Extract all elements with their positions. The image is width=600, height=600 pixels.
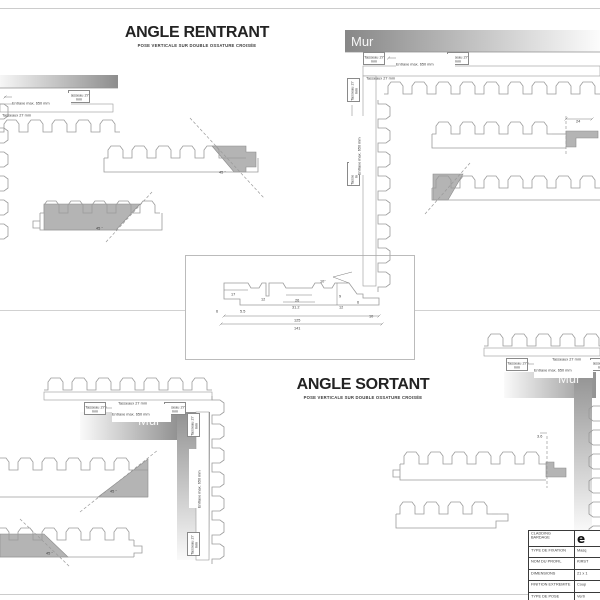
dim-angle-10: 10°: [320, 280, 326, 284]
title-block-label: CLADDING BARDAGE: [531, 532, 551, 541]
dim-10-tongue: 10: [369, 315, 374, 319]
br-board-row: [483, 333, 600, 347]
title-block-row: NOM DU PROFIL KIRST: [529, 557, 600, 569]
title-block-value: 21 x 1: [577, 571, 588, 576]
title-block-label: TYPE DE FIXATION: [531, 549, 566, 553]
br-loose-board-1: [392, 432, 567, 488]
spacing-label-tl: Entraxe max. 650 mm: [12, 93, 71, 111]
tl-loose-board-2: [32, 191, 163, 243]
tr-batten-strip: [362, 65, 600, 77]
mitre-angle-tl-2: 45 °: [96, 227, 103, 231]
battens-strip-label-tr: Tasseaux 27 mm: [366, 77, 396, 81]
profile-detail-box: [185, 255, 415, 360]
battens-strip-label-tl: Tasseaux 27 mm: [2, 114, 32, 118]
brand-logo: e: [577, 531, 586, 546]
dim-125: 125: [294, 319, 301, 323]
title-block-label: FINITION EXTREMITE: [531, 583, 571, 588]
tr-batten-strip-vertical: [362, 75, 377, 287]
sheet-frame-lines: [0, 8, 600, 595]
tr-board-row: [383, 81, 600, 95]
title-block-row: TYPE DE FIXATION Masq: [529, 546, 600, 558]
dim-17: 17: [231, 293, 236, 297]
rentrant-title: ANGLE RENTRANT: [124, 24, 270, 41]
tl-wall: [0, 75, 118, 89]
dim-5-5: 5.5: [240, 310, 246, 314]
batten-box-tl: Tasseau 27 mm: [68, 90, 90, 103]
batten-box-tr-1: Tasseau 27 mm: [363, 52, 385, 65]
wall-label-tr: Mur: [351, 34, 374, 49]
batten-box-bl-v1: Tasseau 27 mm: [187, 413, 200, 437]
br-wall: [504, 372, 596, 532]
tr-loose-board-2: [424, 162, 600, 215]
dim-31-2: 31.2: [292, 305, 300, 310]
title-block-value: Coup: [577, 583, 587, 588]
mitre-angle-bl-2: 45 °: [46, 552, 53, 556]
batten-box-bl-1: Tasseau 27 mm: [84, 402, 106, 415]
dim-6-right: 6: [357, 301, 360, 305]
spacing-label-tr: Entraxe max. 650 mm: [396, 54, 455, 72]
tr-wall: [345, 30, 600, 53]
bl-loose-board-2: [0, 518, 143, 568]
dim-9: 9: [339, 295, 342, 299]
batten-box-tr-v1: Tasseau 27 mm: [347, 78, 360, 102]
tr-loose-board-1: [431, 116, 599, 156]
bl-board-column: [211, 395, 225, 565]
mitre-angle-tl-1: 45 °: [219, 171, 226, 175]
battens-strip-label-br: Tasseaux 27 mm: [552, 358, 582, 362]
title-block-value: Masq: [577, 549, 587, 553]
title-block: CLADDING BARDAGE e TYPE DE FIXATION Masq…: [528, 530, 600, 600]
title-block-label: TYPE DE POSE: [531, 594, 560, 599]
bl-board-row: [43, 377, 213, 391]
br-batten-strip: [483, 347, 600, 357]
bl-loose-board-1: [0, 449, 159, 513]
battens-strip-label-bl: Tasseaux 27 mm: [118, 402, 148, 406]
title-block-value: Verti: [577, 594, 585, 599]
title-block-row: FINITION EXTREMITE Coup: [529, 580, 600, 592]
title-block-label: NOM DU PROFIL: [531, 560, 562, 565]
batten-box-br-1: Tasseau 27 mm: [506, 358, 528, 371]
title-block-label: DIMENSIONS: [531, 571, 556, 576]
spacing-label-br: Entraxe max. 650 mm: [534, 360, 593, 378]
sortant-subtitle: POSE VERTICALE SUR DOUBLE OSSATURE CROIS…: [303, 396, 423, 401]
dim-26: 26: [295, 298, 300, 303]
title-block-row: TYPE DE POSE Verti: [529, 591, 600, 600]
mitre-angle-bl-1: 45 °: [110, 490, 117, 494]
dim-12-thickness: 12: [339, 306, 344, 310]
br-loose-board-2: [395, 501, 509, 529]
batten-box-bl-v2: Tasseau 27 mm: [187, 532, 200, 556]
title-block-row: DIMENSIONS 21 x 1: [529, 568, 600, 581]
dim-24: 24: [576, 120, 581, 124]
tr-board-column: [377, 99, 391, 293]
dim-141: 141: [294, 327, 301, 331]
rentrant-subtitle: POSE VERTICALE SUR DOUBLE OSSATURE CROIS…: [137, 44, 257, 49]
spacing-label-tr-vertical: Entraxe max. 650 mm: [349, 116, 367, 175]
dim-3-6: 3.6: [537, 435, 543, 439]
spacing-label-bl: Entraxe max. 650 mm: [112, 404, 171, 422]
spacing-label-bl-vertical: Entraxe max. 650 mm: [189, 449, 207, 508]
sortant-title: ANGLE SORTANT: [296, 376, 430, 393]
tl-loose-board-1: [103, 117, 265, 199]
dim-6-left: 6: [216, 310, 219, 314]
title-block-value: KIRST: [577, 560, 589, 565]
dim-12-slot: 12: [261, 298, 266, 302]
title-block-row: CLADDING BARDAGE e: [529, 531, 600, 546]
